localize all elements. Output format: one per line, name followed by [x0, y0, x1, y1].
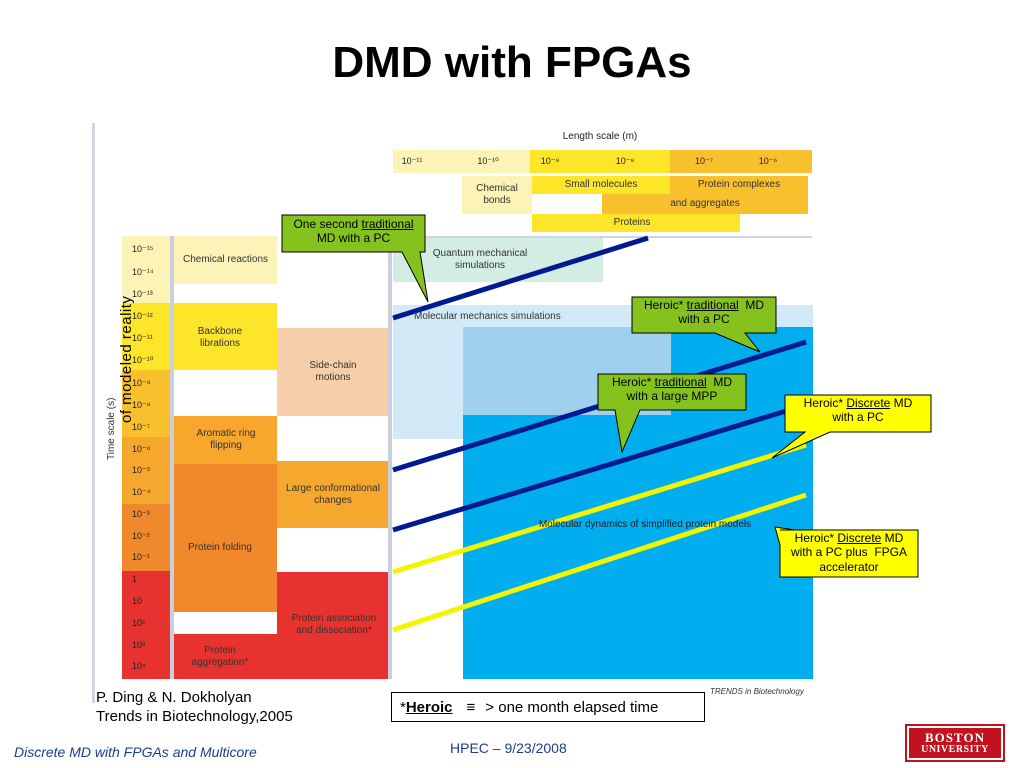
callout-heroic-discrete-fpga: Heroic* Discrete MD with a PC plus FPGA … [780, 531, 918, 574]
callout-text: Heroic* [611, 375, 655, 389]
callout-text: Heroic* [643, 298, 687, 312]
callout-heroic-discrete-pc: Heroic* Discrete MD with a PC [785, 396, 931, 425]
time-tick: 1 [132, 574, 138, 584]
length-axis-title: Length scale (m) [562, 131, 638, 142]
label-simplified-models: Molecular dynamics of simplified protein… [538, 518, 752, 530]
line-heroic-discrete-fpga [392, 492, 807, 633]
time-tick: 10⁻⁸ [132, 400, 151, 410]
time-tick: 10⁻⁵ [132, 465, 151, 475]
length-tick: 10⁻¹¹ [401, 156, 423, 166]
figure-frame [92, 123, 95, 703]
footer-date: HPEC – 9/23/2008 [450, 740, 567, 756]
line-one-second-traditional [392, 235, 649, 321]
boston-university-logo: BOSTON UNIVERSITY [905, 724, 1005, 762]
time-tick: 10⁻¹² [132, 311, 153, 321]
callout-text: MD [881, 531, 904, 545]
figure-credit: TRENDS in Biotechnology [710, 687, 804, 696]
callout-text: with a PC plus FPGA [790, 545, 908, 560]
time-tick: 10⁻¹ [132, 552, 150, 562]
label-molecular-mechanics: Molecular mechanics simulations [414, 310, 561, 322]
note-heroic: Heroic [405, 698, 453, 716]
length-tick: 10⁻¹⁰ [477, 156, 499, 166]
time-axis-title: Time scale (s) [106, 397, 117, 460]
label-large-conformational-changes: Large conformational changes [286, 482, 380, 507]
length-tick: 10⁻⁹ [540, 156, 560, 166]
time-tick: 10⁻¹⁵ [132, 244, 154, 254]
line-heroic-discrete-pc [392, 442, 807, 575]
time-tick: 10 [132, 596, 143, 606]
note-equiv: ≡ [466, 698, 476, 716]
time-tick: 10⁴ [132, 661, 146, 671]
callout-text: accelerator [819, 559, 879, 574]
label-protein-complexes: Protein complexes [697, 178, 781, 190]
callout-text: MD with a PC [316, 231, 391, 246]
note-star: * [400, 698, 406, 716]
label-and-aggregates: and aggregates [670, 197, 740, 209]
callout-emphasis: traditional [686, 298, 739, 312]
length-tick: 10⁻⁶ [758, 156, 778, 166]
length-tick: 10⁻⁷ [694, 156, 714, 166]
time-tick: 10⁻⁹ [132, 378, 151, 388]
heroic-definition-box: *Heroic ≡ > one month elapsed time [391, 692, 705, 722]
citation-journal: Trends in Biotechnology,2005 [96, 707, 293, 725]
time-tick: 10⁻⁶ [132, 444, 151, 454]
length-tick: 10⁻⁸ [615, 156, 635, 166]
time-tick: 10⁻⁷ [132, 422, 151, 432]
label-chemical-reactions: Chemical reactions [182, 253, 269, 265]
callout-emphasis: Discrete [846, 396, 891, 410]
callout-text: Heroic* [794, 531, 838, 545]
callout-text: One second [293, 217, 362, 231]
label-proteins: Proteins [613, 216, 651, 228]
citation: P. Ding & N. Dokholyan Trends in Biotech… [96, 689, 293, 727]
label-quantum-simulations: Quantum mechanical simulations [432, 247, 528, 272]
time-tick: 10⁻⁴ [132, 487, 151, 497]
time-tick: 10⁻³ [132, 509, 150, 519]
callout-text: with a large MPP [626, 389, 718, 404]
callout-text: MD [738, 298, 765, 312]
label-backbone-librations: Backbone librations [197, 325, 243, 350]
callout-text: with a PC [678, 312, 730, 327]
callout-heroic-traditional-pc: Heroic* traditional MD with a PC [632, 298, 776, 327]
callout-text: with a PC [832, 410, 884, 425]
time-tick: 10⁻² [132, 531, 150, 541]
callout-text: MD [890, 396, 913, 410]
time-tick: 10⁻¹⁴ [132, 267, 154, 277]
label-protein-folding: Protein folding [188, 541, 252, 553]
note-definition: > one month elapsed time [485, 698, 659, 716]
footer-title: Discrete MD with FPGAs and Multicore [14, 744, 257, 760]
callout-heroic-traditional-mpp: Heroic* traditional MD with a large MPP [598, 375, 746, 404]
label-small-molecules: Small molecules [564, 178, 638, 190]
callout-text: MD [706, 375, 733, 389]
citation-authors: P. Ding & N. Dokholyan [96, 689, 252, 706]
callout-emphasis: traditional [361, 217, 414, 231]
callout-emphasis: traditional [654, 375, 707, 389]
label-protein-association: Protein association and dissociation* [291, 612, 377, 637]
slide-title: DMD with FPGAs [332, 38, 692, 87]
callout-one-second-traditional: One second traditional MD with a PC [282, 217, 425, 246]
label-protein-aggregation: Protein aggregation* [191, 644, 249, 669]
time-tick: 10⁻¹³ [132, 289, 153, 299]
time-tick: 10⁻¹⁰ [132, 355, 154, 365]
label-side-chain-motions: Side-chain motions [309, 359, 357, 384]
time-tick: 10² [132, 618, 146, 628]
label-aromatic-ring-flipping: Aromatic ring flipping [196, 427, 256, 452]
callout-text: Heroic* [803, 396, 847, 410]
time-tick: 10⁻¹¹ [132, 333, 153, 343]
logo-line1: BOSTON [925, 729, 985, 745]
time-tick: 10³ [132, 640, 146, 650]
logo-line2: UNIVERSITY [921, 743, 989, 755]
callout-emphasis: Discrete [837, 531, 882, 545]
label-chemical-bonds: Chemical bonds [476, 182, 518, 207]
line-heroic-traditional-mpp [392, 402, 807, 533]
